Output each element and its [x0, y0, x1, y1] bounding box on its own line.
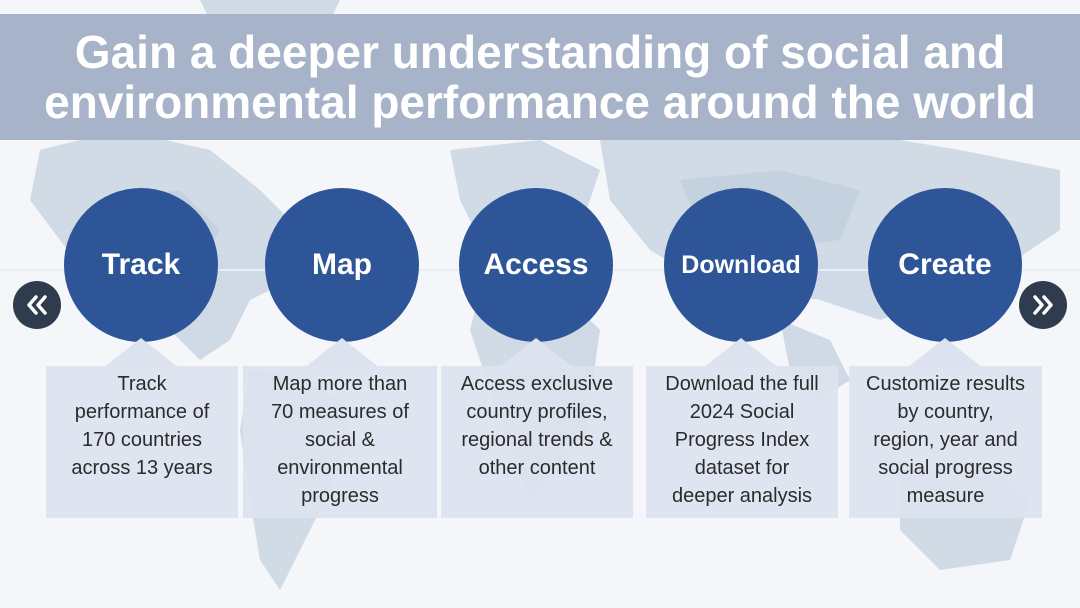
track-description-box: Track performance of 170 countries acros… — [46, 366, 238, 518]
create-title: Create — [898, 248, 992, 281]
create-description: Customize results by country, region, ye… — [866, 373, 1025, 507]
download-pointer — [703, 338, 779, 368]
access-description: Access exclusive country profiles, regio… — [460, 373, 614, 479]
access-pointer — [498, 338, 574, 368]
double-chevron-left-icon — [27, 295, 47, 315]
map-description-box: Map more than 70 measures of social & en… — [243, 366, 437, 518]
access-circle-button[interactable]: Access — [459, 188, 613, 342]
access-title: Access — [483, 248, 589, 281]
track-description: Track performance of 170 countries acros… — [71, 373, 213, 479]
map-pointer — [304, 338, 380, 368]
page-title-line-2: environmental performance around the wor… — [44, 76, 1036, 128]
page-title-line-1: Gain a deeper understanding of social an… — [74, 26, 1006, 78]
previous-button[interactable] — [13, 281, 61, 329]
create-description-box: Customize results by country, region, ye… — [849, 366, 1042, 518]
track-circle-button[interactable]: Track — [64, 188, 218, 342]
map-description: Map more than 70 measures of social & en… — [271, 373, 409, 507]
download-description: Download the full 2024 Social Progress I… — [665, 373, 819, 507]
map-title: Map — [312, 248, 372, 281]
map-circle-button[interactable]: Map — [265, 188, 419, 342]
create-circle-button[interactable]: Create — [868, 188, 1022, 342]
next-button[interactable] — [1019, 281, 1067, 329]
access-description-box: Access exclusive country profiles, regio… — [441, 366, 633, 518]
download-title: Download — [681, 250, 801, 279]
page-title-banner: Gain a deeper understanding of social an… — [0, 14, 1080, 140]
download-circle-button[interactable]: Download — [664, 188, 818, 342]
download-description-box: Download the full 2024 Social Progress I… — [646, 366, 838, 518]
track-pointer — [103, 338, 179, 368]
double-chevron-right-icon — [1033, 295, 1053, 315]
create-pointer — [907, 338, 983, 368]
track-title: Track — [101, 248, 181, 281]
